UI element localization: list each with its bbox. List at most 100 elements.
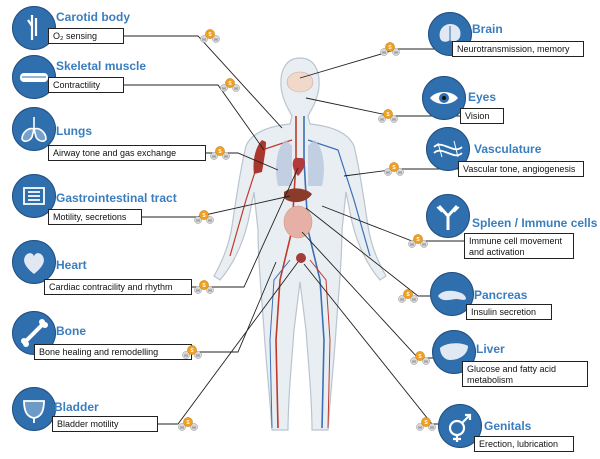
svg-text:H: H [184, 353, 187, 358]
title-brain: Brain [472, 22, 503, 36]
desc-skeletal: Contractility [48, 77, 124, 93]
lungs-icon [12, 107, 56, 151]
title-gi: Gastrointestinal tract [56, 191, 177, 205]
svg-text:S: S [202, 283, 206, 289]
brain-organ [286, 71, 314, 93]
desc-heart: Cardiac contracility and rhythm [44, 279, 192, 295]
vein-right [303, 116, 325, 429]
svg-text:H: H [222, 86, 225, 91]
title-lungs: Lungs [56, 124, 92, 138]
desc-liver: Glucose and fatty acid metabolism [462, 361, 588, 387]
body-outline [213, 57, 387, 431]
svg-text:H: H [234, 86, 237, 91]
left-lung [276, 140, 292, 186]
svg-text:H: H [430, 425, 433, 430]
connector-skeletal [124, 84, 265, 151]
desc-pancreas: Insulin secretion [466, 304, 552, 320]
heart-icon [12, 240, 56, 284]
svg-text:H: H [196, 288, 199, 293]
desc-gi: Motility, secretions [48, 209, 142, 225]
artery-left [275, 116, 297, 429]
svg-text:H: H [422, 242, 425, 247]
svg-text:S: S [406, 292, 410, 298]
svg-text:H: H [412, 359, 415, 364]
vein-arm-right [307, 139, 371, 257]
title-heart: Heart [56, 258, 87, 272]
svg-text:H: H [424, 359, 427, 364]
svg-text:S: S [208, 32, 212, 38]
svg-text:S: S [202, 213, 206, 219]
artery-leg-right [309, 259, 331, 429]
svg-text:H: H [202, 37, 205, 42]
svg-text:H: H [192, 425, 195, 430]
liver-icon [432, 330, 476, 374]
connector-bone [192, 261, 277, 353]
desc-carotid: O₂ sensing [48, 28, 124, 44]
svg-text:H: H [386, 170, 389, 175]
desc-bone: Bone healing and remodelling [34, 344, 192, 360]
title-bone: Bone [56, 324, 86, 338]
heart-organ [292, 157, 305, 176]
eye-icon [422, 76, 466, 120]
connector-carotid [124, 35, 283, 129]
title-skeletal: Skeletal muscle [56, 59, 147, 73]
svg-text:H: H [412, 297, 415, 302]
svg-text:H: H [214, 37, 217, 42]
bladder-icon [12, 387, 56, 431]
connector-bladder [158, 261, 299, 425]
desc-bladder: Bladder motility [52, 416, 158, 432]
title-vasculature: Vasculature [474, 142, 542, 156]
svg-text:H: H [392, 117, 395, 122]
svg-text:S: S [418, 354, 422, 360]
artery-arm-left [229, 139, 293, 257]
title-eyes: Eyes [468, 90, 497, 104]
vein-leg-left [269, 259, 291, 429]
desc-brain: Neurotransmission, memory [452, 41, 584, 57]
svg-text:H: H [180, 425, 183, 430]
title-carotid: Carotid body [56, 10, 130, 24]
desc-spleen: Immune cell movement and activation [464, 233, 574, 259]
desc-vasculature: Vascular tone, angiogenesis [458, 161, 584, 177]
right-lung [308, 140, 324, 186]
liver-organ [284, 188, 312, 203]
title-genitals: Genitals [484, 419, 532, 433]
antibody-icon [426, 194, 470, 238]
svg-text:H: H [394, 50, 397, 55]
svg-text:S: S [416, 237, 420, 243]
title-liver: Liver [476, 342, 505, 356]
human-body-figure [213, 57, 387, 431]
desc-genitals: Erection, lubrication [474, 436, 574, 452]
svg-text:H: H [212, 154, 215, 159]
svg-text:S: S [386, 112, 390, 118]
svg-text:S: S [388, 45, 392, 51]
intestine-organ [283, 205, 313, 239]
title-bladder: Bladder [54, 400, 99, 414]
svg-text:H: H [196, 218, 199, 223]
svg-text:H: H [380, 117, 383, 122]
desc-lungs: Airway tone and gas exchange [48, 145, 206, 161]
title-spleen: Spleen / Immune cells [472, 216, 598, 230]
svg-text:H: H [398, 170, 401, 175]
svg-text:S: S [218, 149, 222, 155]
svg-text:H: H [208, 288, 211, 293]
brain-icon [428, 12, 472, 56]
svg-text:S: S [190, 348, 194, 354]
title-pancreas: Pancreas [474, 288, 528, 302]
svg-text:S: S [424, 420, 428, 426]
svg-text:S: S [186, 420, 190, 426]
desc-eyes: Vision [460, 108, 504, 124]
